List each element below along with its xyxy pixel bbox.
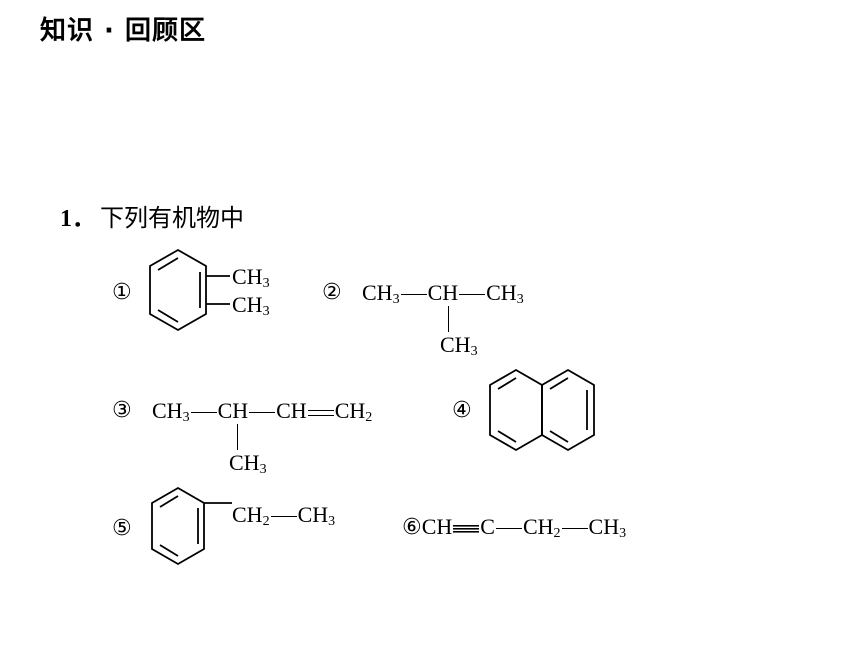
compound-3-branch: CH3 — [229, 450, 267, 477]
compound-1-marker: ① — [112, 280, 132, 305]
question-number: 1． — [60, 206, 96, 232]
compound-1-methyl-bottom: CH3 — [232, 292, 270, 319]
compound-5-marker: ⑤ — [112, 516, 132, 541]
question-text: 下列有机物中 — [100, 204, 244, 232]
compound-4-marker: ④ — [452, 398, 472, 423]
compound-2-branch: CH3 — [440, 332, 478, 359]
compound-2-branch-bond — [448, 306, 449, 332]
compound-2-marker: ② — [322, 280, 342, 305]
compound-1-benzene-ring — [149, 248, 230, 332]
compound-1-methyl-top: CH3 — [232, 264, 270, 291]
compound-6-marker: ⑥ — [402, 515, 422, 540]
compound-5-benzene-ring — [151, 486, 232, 566]
section-heading: 知识 · 回顾区 — [40, 16, 206, 46]
compound-3-branch-bond — [237, 424, 238, 450]
compound-3-marker: ③ — [112, 398, 132, 423]
compound-4-naphthalene-rings — [489, 368, 595, 452]
